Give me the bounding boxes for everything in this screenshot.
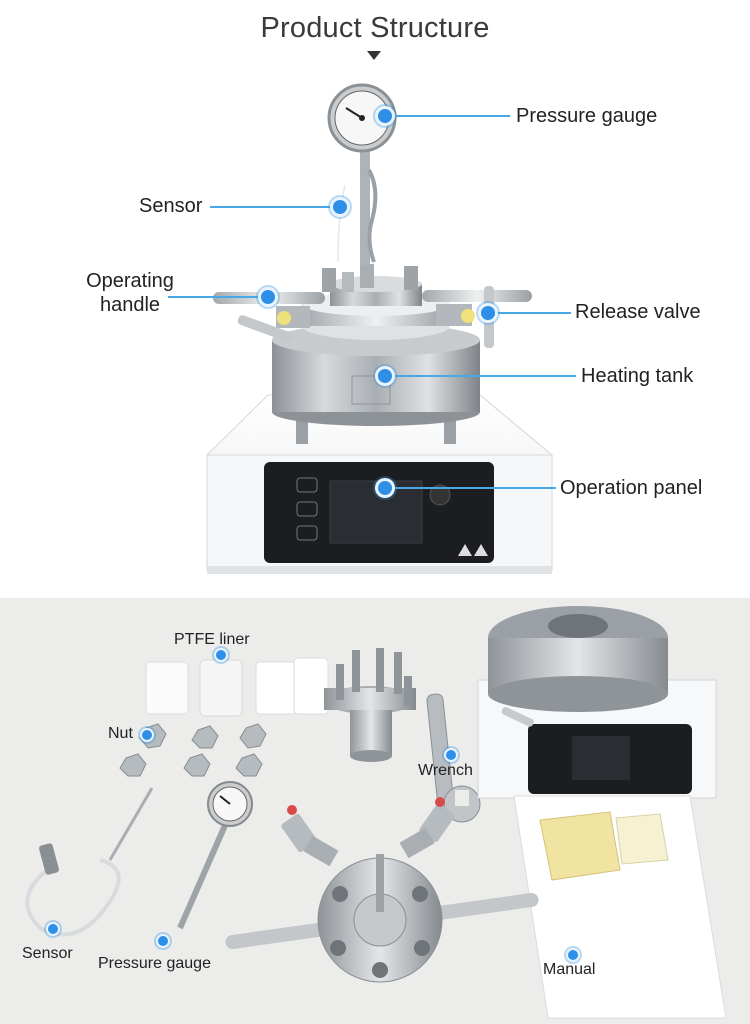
manual-marker (566, 948, 580, 962)
wrench (426, 693, 481, 823)
label-ptfe-liner: PTFE liner (174, 631, 250, 648)
pressure-gauge-dial (327, 83, 397, 153)
label-release-valve: Release valve (575, 301, 701, 323)
label-manual: Manual (543, 961, 596, 978)
label-pressure-gauge: Pressure gauge (516, 105, 658, 127)
vessel-body (324, 648, 416, 762)
page-title: Product Structure (260, 12, 490, 44)
sensor-marker (330, 197, 350, 217)
operating-handle-marker (258, 287, 278, 307)
ptfe-liner-marker (214, 648, 228, 662)
label-pressure-gauge-bottom: Pressure gauge (98, 955, 211, 972)
label-operating-handle-line1: Operating (86, 270, 174, 292)
heating-tank-marker (375, 366, 395, 386)
wrench-marker (444, 748, 458, 762)
pressure-gauge-marker (375, 106, 395, 126)
label-wrench: Wrench (418, 762, 473, 779)
parts-photo-section: PTFE liner Nut Wrench Sensor Pressure ga… (0, 598, 750, 1024)
ptfe-liners (145, 657, 329, 717)
operation-panel-marker (375, 478, 395, 498)
control-panel (264, 462, 494, 563)
release-valve-leader-line (487, 312, 571, 314)
reactor-base-with-tank (477, 606, 717, 799)
release-valve-marker (478, 303, 498, 323)
label-sensor: Sensor (139, 195, 203, 217)
release-valve-parts (281, 797, 455, 867)
manual (513, 795, 727, 1019)
release-valves (237, 286, 494, 348)
sensor-leader-line (210, 206, 340, 208)
sensor-probe (25, 787, 154, 937)
label-operating-handle-line2: handle (99, 294, 161, 316)
title-down-arrow-icon (367, 51, 381, 60)
lid-with-handle (225, 854, 539, 983)
pressure-gauge-part (177, 781, 253, 930)
pressure-gauge-leader-line (384, 115, 510, 117)
label-operation-panel: Operation panel (560, 477, 703, 499)
operating-handle-leader-line (168, 296, 268, 298)
heating-tank-leader-line (384, 375, 576, 377)
product-structure-section: Product Structure (86, 12, 703, 574)
nut-marker (140, 728, 154, 742)
pressure-gauge-marker-bottom (156, 934, 170, 948)
sensor-marker-bottom (46, 922, 60, 936)
label-nut: Nut (108, 725, 133, 742)
operation-panel-leader-line (384, 487, 556, 489)
label-heating-tank: Heating tank (581, 365, 694, 387)
label-sensor-bottom: Sensor (22, 945, 73, 962)
parts-illustration (25, 606, 727, 1019)
